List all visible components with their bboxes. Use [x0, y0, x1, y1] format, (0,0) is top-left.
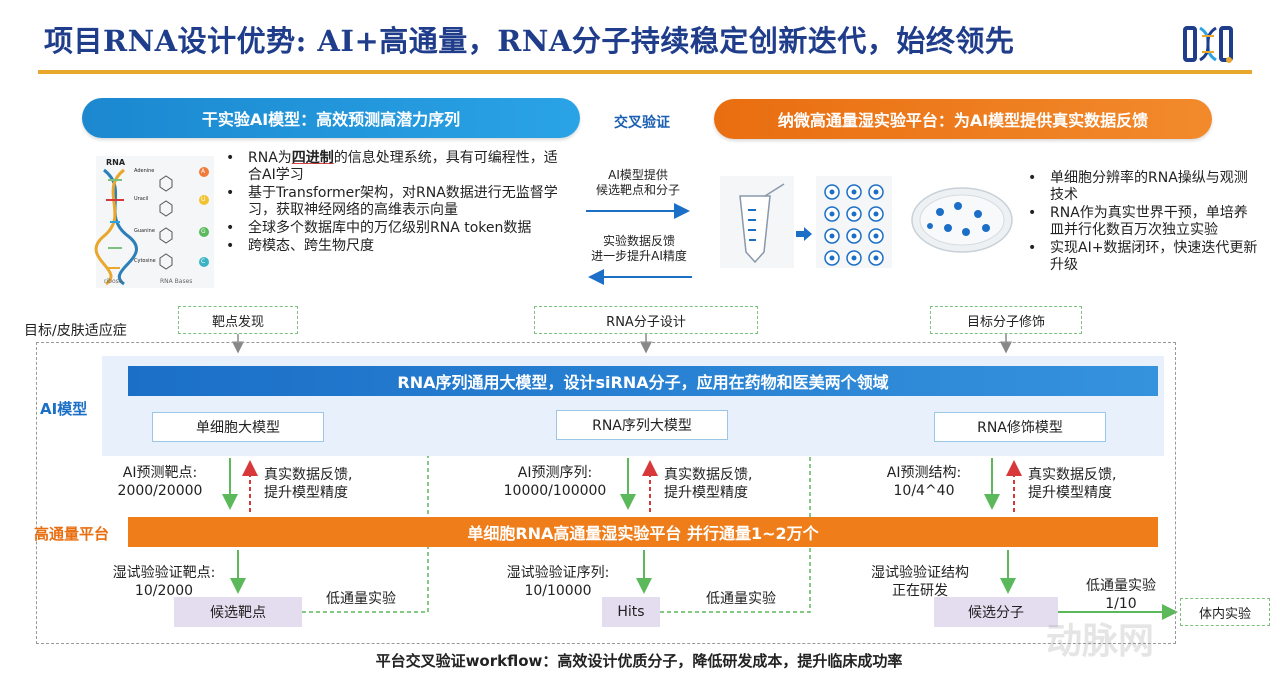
- prediction-target-text: AI预测靶点:2000/20000: [117, 465, 203, 499]
- in-vivo-experiment-box: 体内实验: [1180, 598, 1270, 626]
- stage-rna-design: RNA分子设计: [534, 306, 758, 334]
- bullet-item: 单细胞分辨率的RNA操纵与观测技术: [1024, 170, 1260, 204]
- wet-validation-sequence-text: 湿试验验证序列:10/10000: [506, 565, 610, 599]
- wet-validation-structure-text: 湿试验验证结构正在研发: [871, 565, 969, 599]
- stage-target-discovery: 靶点发现: [178, 306, 298, 334]
- rna-figure-caption: ribose: [104, 278, 123, 285]
- bullet-item: 基于Transformer架构，对RNA数据进行无监督学习，获取神经网络的高维表…: [222, 185, 558, 219]
- page-title: 项目RNA设计优势: AI+高通量，RNA分子持续稳定创新迭代，始终领先: [44, 24, 1015, 58]
- wet-lab-platform-pill: 纳微高通量湿实验平台：为AI模型提供真实数据反馈: [714, 99, 1212, 139]
- outer-goal-label: 目标/皮肤适应症: [24, 323, 127, 339]
- rna-letter: C: [201, 258, 206, 265]
- bullet-item: 跨模态、跨生物尺度: [222, 238, 558, 255]
- rna-base-label: Guanine: [134, 228, 155, 234]
- bullet-item: 实现AI+数据闭环，快速迭代更新升级: [1024, 240, 1260, 274]
- rna-figure-caption: RNA Bases: [160, 278, 193, 285]
- cell-grid-illustration: [816, 176, 892, 268]
- bullet-item: 全球多个数据库中的万亿级别RNA token数据: [222, 220, 558, 237]
- single-cell-model-box: 单细胞大模型: [152, 412, 324, 442]
- watermark: 动脉网: [1046, 621, 1155, 662]
- rna-letter: U: [201, 196, 206, 203]
- rna-modification-model-box: RNA修饰模型: [934, 412, 1106, 442]
- feedback-text: 真实数据反馈,提升模型精度: [264, 467, 353, 501]
- ai-model-bullets: RNA为四进制的信息处理系统，具有可编程性，适合AI学习 基于Transform…: [222, 150, 558, 256]
- hits-box: Hits: [602, 597, 660, 627]
- rna-base-label: Uracil: [134, 196, 149, 202]
- dry-lab-ai-pill: 干实验AI模型：高效预测高潜力序列: [82, 98, 580, 138]
- feedback-text: 真实数据反馈,提升模型精度: [1028, 467, 1117, 501]
- candidate-target-box: 候选靶点: [174, 597, 302, 627]
- stage-molecule-modification: 目标分子修饰: [930, 306, 1082, 334]
- rna-letter: G: [201, 228, 206, 235]
- rna-helix-illustration: [94, 156, 214, 288]
- rna-base-label: Adenine: [134, 168, 155, 174]
- prediction-sequence-text: AI预测序列:10000/100000: [503, 465, 607, 499]
- company-logo-icon: [1183, 26, 1233, 63]
- ai-model-side-label: AI模型: [40, 400, 88, 418]
- tube-illustration: [720, 176, 794, 268]
- low-throughput-label: 低通量实验: [326, 591, 396, 607]
- rna-base-label: Cytosine: [134, 258, 156, 264]
- petri-dish-illustration: [911, 187, 1013, 253]
- high-throughput-platform-bar: 单细胞RNA高通量湿实验平台 并行通量1~2万个: [128, 517, 1158, 547]
- bullet-item: RNA作为真实世界干预，单培养皿并行化数百万次独立实验: [1024, 205, 1260, 239]
- workflow-container: [36, 342, 1176, 644]
- workflow-footer: 平台交叉验证workflow：高效设计优质分子，降低研发成本，提升临床成功率: [375, 652, 903, 670]
- forward-arrow-text: AI模型提供 候选靶点和分子: [595, 168, 680, 197]
- wet-lab-bullets: 单细胞分辨率的RNA操纵与观测技术 RNA作为真实世界干预，单培养皿并行化数百万…: [1024, 170, 1260, 275]
- platform-side-label: 高通量平台: [34, 525, 110, 543]
- prediction-structure-text: AI预测结构:10/4^40: [886, 465, 962, 499]
- title-underline: [38, 70, 1252, 74]
- rna-letter: A: [201, 168, 206, 175]
- rna-figure-title: RNA: [106, 158, 126, 167]
- bullet-item: RNA为四进制的信息处理系统，具有可编程性，适合AI学习: [222, 150, 558, 184]
- wet-validation-target-text: 湿试验验证靶点:10/2000: [112, 565, 216, 599]
- back-arrow-text: 实验数据反馈 进一步提升AI精度: [591, 234, 687, 263]
- cross-validation-label: 交叉验证: [614, 115, 670, 131]
- candidate-molecule-box: 候选分子: [934, 597, 1058, 627]
- rna-sequence-model-box: RNA序列大模型: [556, 410, 728, 440]
- rna-foundation-model-bar: RNA序列通用大模型，设计siRNA分子，应用在药物和医美两个领域: [128, 366, 1158, 396]
- low-throughput-label: 低通量实验: [706, 591, 776, 607]
- feedback-text: 真实数据反馈,提升模型精度: [664, 467, 753, 501]
